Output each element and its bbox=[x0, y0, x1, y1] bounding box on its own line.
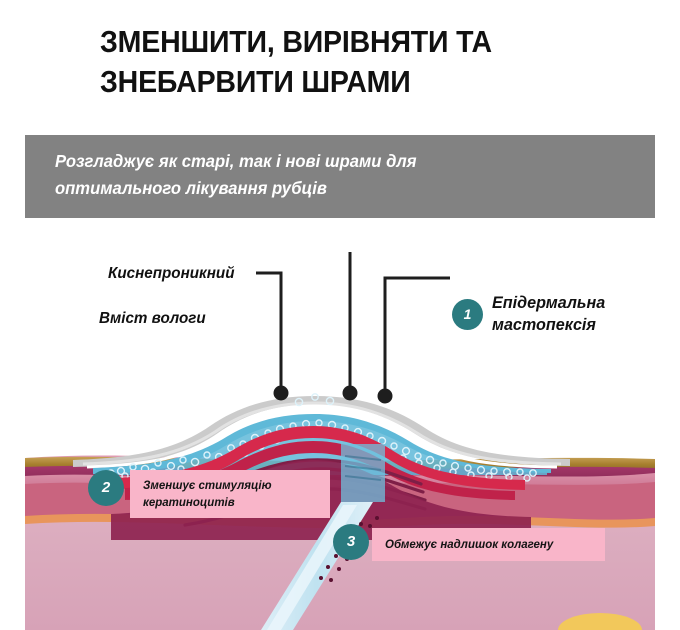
badge-1: 1 bbox=[452, 299, 483, 330]
skin-layers-group bbox=[25, 393, 655, 630]
leader-line-epidermal bbox=[383, 276, 450, 390]
callout-keratinocytes: Зменшує стимуляцію кератиноцитів bbox=[130, 470, 330, 518]
page-title-line-2: ЗНЕБАРВИТИ ШРАМИ bbox=[100, 64, 411, 100]
callout-3-line-1: Обмежує надлишок колагену bbox=[385, 539, 554, 551]
skin-cross-section-illustration bbox=[25, 230, 655, 630]
page-title: ЗМЕНШИТИ, ВИРІВНЯТИ ТА ЗНЕБАРВИТИ ШРАМИ bbox=[100, 22, 560, 103]
label-moisture-content: Вміст вологи bbox=[99, 310, 206, 327]
scar-sheet-inner-line bbox=[82, 401, 562, 466]
leader-dot-oxygen bbox=[342, 385, 358, 401]
leader-dot-moisture bbox=[273, 385, 289, 401]
label-epidermal-line-2: мастопексія bbox=[492, 315, 596, 335]
label-epidermal-mastopexy: Епідермальна мастопексія bbox=[492, 292, 663, 336]
label-epidermal-line-1: Епідермальна bbox=[492, 293, 606, 312]
subtitle-banner: Розгладжує як старі, так і нові шрами дл… bbox=[25, 135, 655, 218]
leader-dots bbox=[273, 385, 393, 404]
scar-crimson-2 bbox=[125, 441, 515, 500]
page-title-line-1: ЗМЕНШИТИ, ВИРІВНЯТИ ТА bbox=[100, 24, 492, 59]
callout-2-line-1: Зменшує стимуляцію bbox=[143, 480, 272, 492]
label-oxygen-permeable: Киснепроникний bbox=[108, 265, 235, 282]
scar-sheet-white-line bbox=[86, 408, 558, 469]
scar-crimson-core bbox=[115, 426, 525, 490]
channel-wedge-lines bbox=[344, 455, 382, 481]
skin-diagram-svg bbox=[25, 252, 655, 630]
fat-lobule-final bbox=[558, 613, 642, 630]
subtitle-line-2: оптимального лікування рубців bbox=[55, 177, 327, 198]
subtitle-text: Розгладжує як старі, так і нові шрами дл… bbox=[55, 148, 587, 201]
leader-lines bbox=[256, 252, 450, 390]
badge-3: 3 bbox=[333, 524, 369, 560]
callout-2-line-2: кератиноцитів bbox=[143, 497, 235, 510]
leader-line-moisture bbox=[256, 271, 283, 390]
scar-dome-group bbox=[73, 393, 570, 540]
channel-wedge-top bbox=[341, 444, 385, 502]
callout-collagen: Обмежує надлишок колагену bbox=[372, 528, 605, 561]
leader-dot-epidermal bbox=[377, 388, 393, 404]
badge-2: 2 bbox=[88, 470, 124, 506]
subtitle-line-1: Розгладжує як старі, так і нові шрами дл… bbox=[55, 151, 417, 171]
